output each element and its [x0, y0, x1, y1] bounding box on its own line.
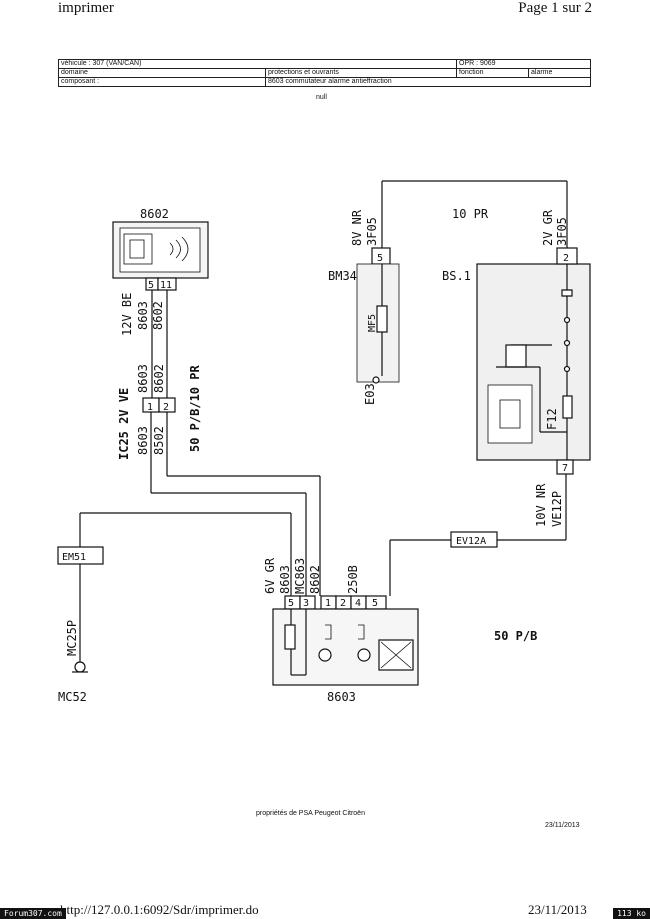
label-12v-be: 12V BE — [120, 293, 134, 336]
fuse-mf5 — [376, 305, 388, 333]
bsi-module — [487, 384, 533, 444]
label-mc52: MC52 — [58, 690, 87, 704]
file-size-badge: 113 ko — [613, 908, 650, 919]
component-value: 8603 commutateur alarme antieffraction — [265, 77, 591, 87]
label-ve12p: VE12P — [550, 491, 564, 527]
label-sw-pin-4: 4 — [355, 598, 361, 609]
label-sw-8603-name: 8603 — [327, 690, 356, 704]
label-sw-pin-1: 1 — [325, 598, 331, 609]
bsi-pin-7 — [556, 459, 574, 475]
connector-ev12a — [450, 531, 498, 548]
label-wire-8603: 8603 — [136, 301, 150, 330]
label-f12: F12 — [545, 408, 559, 430]
watermark-badge: Forum307.com — [0, 908, 66, 919]
label-8602: 8602 — [140, 207, 169, 221]
label-bm-pin5: 5 — [377, 253, 383, 264]
label-3f05-b: 3F05 — [555, 217, 569, 246]
label-conn-pin1: 1 — [147, 402, 153, 413]
label-conn-8602: 8602 — [152, 364, 166, 393]
label-bm34: BM34 — [328, 269, 357, 283]
bsi-chip-icon — [499, 399, 521, 429]
label-e03: E03 — [363, 383, 377, 405]
page-number: Page 1 sur 2 — [518, 0, 592, 16]
label-10v-nr: 10V NR — [534, 483, 548, 527]
label-ev12a: EV12A — [456, 536, 486, 547]
connector-em51 — [57, 546, 104, 565]
label-bs1: BS.1 — [442, 269, 471, 283]
label-conn-pin2: 2 — [163, 402, 169, 413]
label-sw-pin-3: 3 — [303, 598, 309, 609]
null-text: null — [316, 94, 327, 101]
label-sw-8602: 8602 — [308, 565, 322, 594]
label-sw-pin-5b: 5 — [372, 598, 378, 609]
label-50pb: 50 P/B — [494, 629, 537, 643]
label-bs-pin7: 7 — [562, 463, 568, 474]
info-table: véhicule : 307 (VAN/CAN) OPR : 9069 doma… — [58, 59, 591, 87]
label-6v-gr: 6V GR — [263, 557, 277, 594]
label-sw-8603: 8603 — [278, 565, 292, 594]
label-ic25: IC25 2V VE — [117, 388, 131, 460]
chip-icon — [123, 233, 153, 265]
fuse-f12 — [562, 395, 573, 419]
label-mc863: MC863 — [293, 558, 307, 594]
label-sw-pin-5: 5 — [288, 598, 294, 609]
relay-coil — [505, 344, 527, 368]
label-pin5: 5 — [148, 280, 154, 291]
label-8v-nr: 8V NR — [350, 209, 364, 246]
label-conn-8603: 8603 — [136, 364, 150, 393]
header-title: imprimer — [58, 0, 114, 16]
label-mf5: MF5 — [367, 314, 378, 332]
footer-date-small: 23/11/2013 — [545, 822, 580, 829]
ground-point — [74, 661, 86, 673]
component-8602-inner — [119, 227, 201, 273]
led-icon-1 — [318, 648, 332, 662]
footer-property: propriétés de PSA Peugeot Citroën — [256, 810, 365, 817]
footer-date: 23/11/2013 — [528, 902, 587, 917]
label-10pr: 10 PR — [452, 207, 489, 221]
label-sw-pin-2: 2 — [340, 598, 346, 609]
footer-url[interactable]: http://127.0.0.1:6092/Sdr/imprimer.do — [60, 902, 259, 917]
label-3f05-a: 3F05 — [365, 217, 379, 246]
switch-contact — [284, 624, 296, 650]
led-icon-2 — [357, 648, 371, 662]
label-bot-8603: 8603 — [136, 426, 150, 455]
label-2v-gr: 2V GR — [541, 209, 555, 246]
label-bs-pin2: 2 — [563, 253, 569, 264]
label-pin11: 11 — [160, 280, 172, 291]
label-50pb10pr: 50 P/B/10 PR — [188, 365, 202, 452]
label-em51: EM51 — [62, 552, 86, 563]
radio-wave-icon — [169, 236, 189, 262]
label-mc25p: MC25P — [65, 620, 79, 656]
label-250b: 250B — [346, 565, 360, 594]
label-bot-8502: 8502 — [152, 426, 166, 455]
label-wire-8602: 8602 — [151, 301, 165, 330]
